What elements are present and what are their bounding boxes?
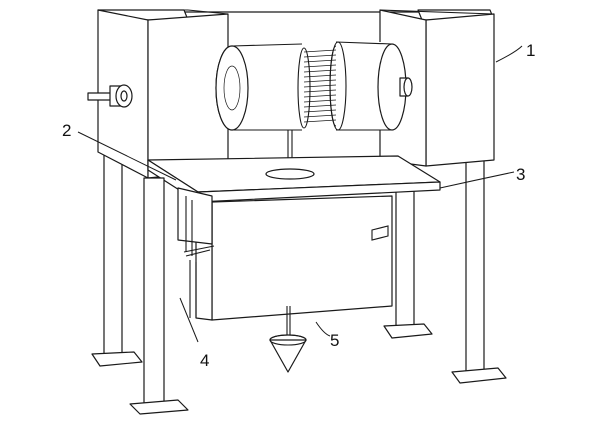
table-hole [265, 168, 315, 180]
leg-front-left [129, 177, 189, 415]
callout-labels: 1 2 3 4 5 [62, 41, 535, 370]
leg-back-inner [91, 147, 143, 367]
reel-drum [215, 41, 413, 131]
callout-1: 1 [526, 41, 535, 60]
leg-back-right [451, 159, 507, 384]
crank-handle [87, 84, 133, 108]
callout-3: 3 [516, 165, 525, 184]
suspended-box [195, 195, 393, 321]
coil-winding [297, 45, 343, 129]
leader-2 [77, 131, 177, 181]
side-guide [177, 187, 215, 318]
leader-1 [495, 45, 523, 63]
table-platform [147, 155, 441, 203]
leader-3 [439, 171, 515, 189]
leader-4 [179, 297, 199, 343]
leg-inner-right [383, 189, 433, 339]
callout-2: 2 [62, 121, 71, 140]
callout-5: 5 [330, 331, 339, 350]
leader-5 [315, 321, 331, 337]
plumb-bob [269, 306, 307, 373]
callout-leaders [77, 45, 523, 343]
callout-4: 4 [200, 351, 209, 370]
